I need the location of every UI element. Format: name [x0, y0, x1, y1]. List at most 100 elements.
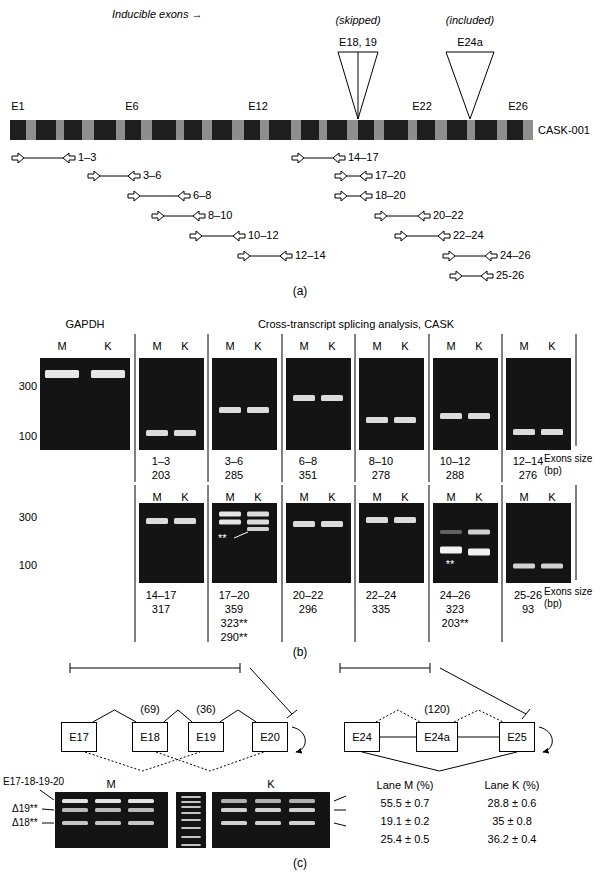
- gel-band: [219, 512, 241, 517]
- gel-band: [321, 395, 343, 401]
- table-header: Lane K (%): [484, 779, 539, 792]
- amplicon-size: 276: [519, 469, 537, 482]
- lane-label: M: [152, 340, 161, 353]
- annotation: (skipped): [335, 14, 380, 27]
- gel-band: [219, 520, 241, 525]
- gel-band: [221, 808, 247, 812]
- gel-band: [128, 808, 154, 812]
- exon-segment: [26, 120, 36, 140]
- exon-segment: [447, 120, 467, 140]
- gel-band: [95, 821, 121, 825]
- lane-label: M: [372, 340, 381, 353]
- band-label: Δ19**: [12, 803, 38, 815]
- reverse-primer: [178, 191, 190, 201]
- reverse-primer: [481, 271, 493, 281]
- gel-band: [181, 844, 201, 846]
- forward-primer: [292, 153, 304, 163]
- lane-label: K: [475, 491, 482, 504]
- amplicon-size: 317: [152, 603, 170, 616]
- lane-label: M: [519, 340, 528, 353]
- splice-line: [164, 710, 192, 722]
- primer-set: [12, 153, 497, 281]
- gel-band: [174, 518, 196, 524]
- exon-segment: [244, 120, 260, 140]
- primer-label: 8–10: [208, 209, 232, 222]
- gel-band: [440, 547, 462, 554]
- exon-segment: [417, 120, 435, 140]
- column-divider: [282, 485, 283, 642]
- gel-band: [468, 549, 490, 556]
- column-divider: [355, 334, 356, 482]
- primer-label: 18–20: [375, 189, 406, 202]
- gel-band: [366, 517, 388, 523]
- exon-label: E18: [140, 730, 160, 744]
- primer-label: 25-26: [496, 269, 524, 282]
- splice-line: [458, 737, 499, 738]
- exon-range: 12–14: [513, 455, 544, 468]
- exon-range: 6–8: [299, 455, 317, 468]
- exon-number: E26: [508, 100, 528, 113]
- axis-title: Exons size (bp): [544, 586, 598, 610]
- exon-box: E24a: [416, 722, 458, 752]
- gel-band: [62, 799, 88, 803]
- lane-label: K: [104, 340, 111, 353]
- gel-image: [286, 503, 351, 583]
- exon-segment: [212, 120, 232, 140]
- exon-range: 14–17: [146, 589, 177, 602]
- primer-link: [455, 256, 485, 257]
- gel-band: [541, 429, 563, 435]
- skipped-exon-triangle: [338, 52, 378, 119]
- exon-number: E1: [11, 100, 24, 113]
- gel-image: [139, 358, 204, 450]
- reverse-primer: [63, 153, 75, 163]
- band-marker: **: [446, 558, 455, 571]
- gel-band: [293, 395, 315, 401]
- exon-segment: [507, 120, 523, 140]
- exon-segment: [82, 120, 94, 140]
- amplicon-size: 335: [372, 603, 390, 616]
- forward-primer: [395, 231, 407, 241]
- lane-label: M: [299, 491, 308, 504]
- exon-name: E24a: [457, 36, 483, 49]
- zoom-bracket: [70, 663, 240, 673]
- column-divider: [576, 485, 577, 580]
- gel-band: [255, 821, 281, 825]
- exon-number: E6: [125, 100, 138, 113]
- lane-label: M: [372, 491, 381, 504]
- gel-image: [176, 792, 206, 848]
- gel-band: [181, 827, 201, 829]
- exon-range: 25-26: [514, 589, 542, 602]
- lane-label: M: [225, 340, 234, 353]
- gel-band: [247, 407, 269, 413]
- exon-segment: [36, 120, 56, 140]
- amplicon-size: 203**: [442, 617, 469, 630]
- lane-label: K: [328, 491, 335, 504]
- primer-label: 17–20: [375, 169, 406, 182]
- forward-primer: [443, 251, 455, 261]
- gel-image: [212, 792, 330, 848]
- gel-band: [45, 370, 79, 378]
- exon-segment: [291, 120, 301, 140]
- exon-box: E17: [61, 722, 97, 752]
- reverse-primer: [233, 231, 245, 241]
- lane-label: K: [401, 340, 408, 353]
- zoom-bracket: [250, 668, 297, 718]
- splice-line: [454, 710, 503, 722]
- transcript-name: CASK-001: [538, 124, 590, 137]
- column-divider: [135, 485, 136, 642]
- gel-image: [40, 358, 130, 450]
- exon-segment: [523, 120, 533, 140]
- reverse-primer: [280, 251, 292, 261]
- splice-line: [93, 710, 136, 722]
- zoom-bracket: [340, 663, 430, 673]
- column-divider: [208, 485, 209, 642]
- gel-band: [289, 799, 315, 803]
- column-divider: [502, 485, 503, 642]
- forward-primer: [12, 153, 24, 163]
- forward-primer: [238, 251, 250, 261]
- forward-primer: [375, 211, 387, 221]
- exon-label: E20: [260, 730, 280, 744]
- forward-primer: [450, 271, 462, 281]
- primer-link: [347, 176, 360, 177]
- exon-name: E18, 19: [339, 36, 377, 49]
